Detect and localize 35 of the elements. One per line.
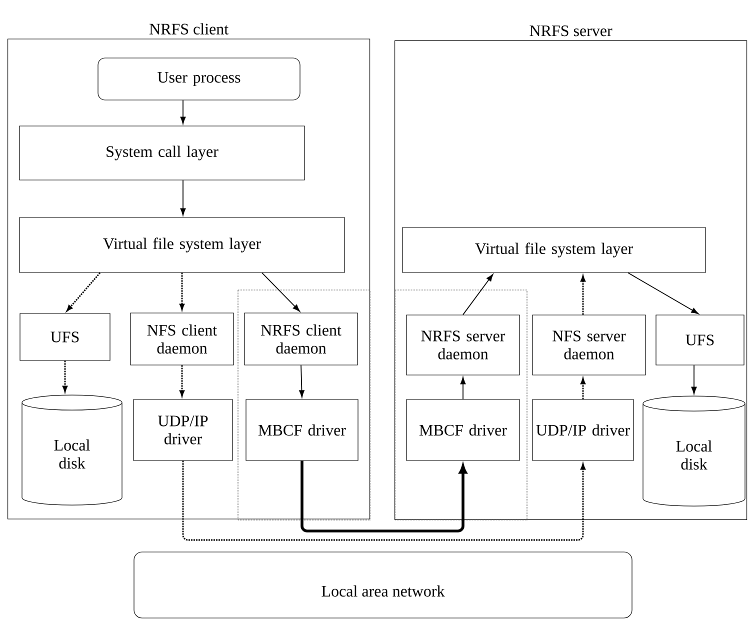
layer-box: System call layer [19, 126, 305, 180]
layer-box: Virtual file system layer [402, 227, 706, 273]
driver-box: MBCF driver [246, 399, 358, 461]
arrow [66, 272, 101, 312]
arrow [691, 364, 697, 394]
layer-box: Virtual file system layer [19, 217, 345, 273]
arrow [180, 180, 186, 216]
arrow [580, 378, 586, 400]
module-box: UFS [656, 314, 744, 366]
arrow [580, 276, 586, 315]
disk-cylinder: Local disk [642, 396, 746, 506]
module-box: UFS [20, 313, 110, 361]
arrow [462, 274, 494, 316]
driver-box: UDP/IP driver [133, 399, 233, 461]
disk-cylinder: Local disk [22, 394, 122, 506]
daemon-box: NFS client daemon [130, 312, 234, 366]
arrow [299, 364, 304, 398]
arrow [180, 100, 186, 124]
arrow [628, 272, 699, 314]
driver-box: MBCF driver [406, 399, 520, 461]
arrow [180, 272, 185, 310]
daemon-box: NFS server daemon [532, 314, 646, 376]
arrow [262, 272, 300, 312]
arrow [182, 460, 586, 541]
node-label: NRFS server [530, 25, 612, 36]
arrow [300, 460, 467, 532]
arrow [62, 360, 68, 392]
process-box: User process [98, 58, 300, 100]
driver-box: UDP/IP driver [532, 399, 634, 461]
arrow [180, 365, 185, 396]
network-box: Local area network [134, 552, 632, 618]
arrow [460, 376, 466, 400]
node-label: NRFS client [149, 23, 228, 34]
daemon-box: NRFS server daemon [406, 314, 520, 376]
daemon-box: NRFS client daemon [244, 312, 358, 366]
